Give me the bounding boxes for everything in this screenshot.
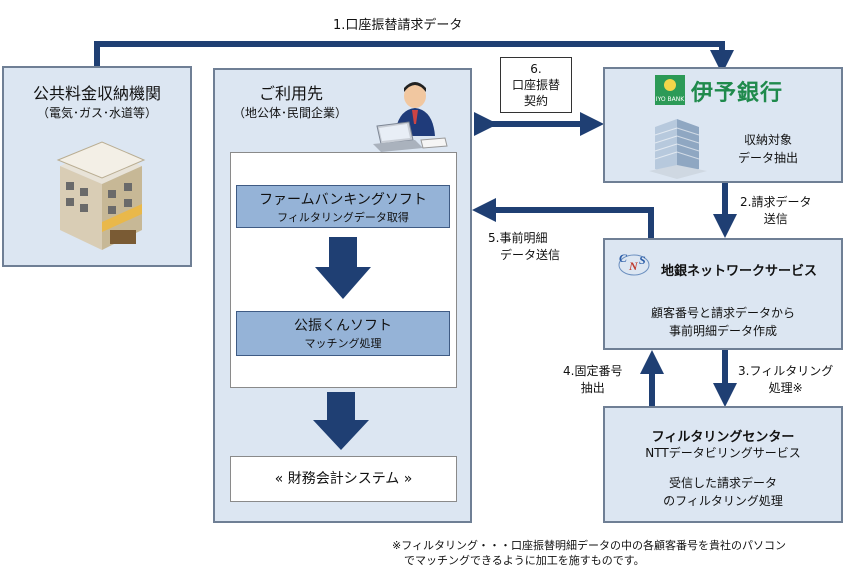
office-worker-icon (373, 82, 448, 152)
utility-title: 公共料金収納機関 (32, 84, 161, 103)
cns-box: C N S 地銀ネットワークサービス 顧客番号と請求データから 事前明細データ作… (603, 238, 843, 350)
arrow-2-label: 2.請求データ 送信 (740, 195, 812, 226)
farm-banking-title: ファームバンキングソフト (259, 192, 427, 208)
kofuri-kun-subtitle: マッチング処理 (304, 337, 382, 350)
svg-text:N: N (628, 259, 639, 273)
arrow-6-label: 6. 口座振替 契約 (500, 57, 572, 113)
client-title: ご利用先 (259, 84, 324, 103)
utility-box: 公共料金収納機関 （電気･ガス･水道等） (2, 66, 192, 267)
accounting-system: « 財務会計システム » (230, 456, 457, 502)
filtering-center-box: フィルタリングセンター NTTデータビリングサービス 受信した請求データ のフィ… (603, 406, 843, 523)
filter-title: フィルタリングセンター (651, 430, 795, 445)
building-icon (56, 141, 146, 250)
arrow-5-label: 5.事前明細 データ送信 (488, 231, 561, 262)
office-tower-icon (649, 119, 707, 179)
svg-text:C: C (619, 251, 628, 265)
bank-logo-text: 伊予銀行 (691, 81, 784, 106)
kofuri-kun-software: 公振くんソフト マッチング処理 (236, 311, 450, 356)
arrow-3-label: 3.フィルタリング 処理※ (738, 364, 834, 395)
cns-logo-icon: C N S (617, 248, 651, 278)
client-box: ご利用先 （地公体･民間企業） ファームバンキングソフト フィルタリングデータ取… (213, 68, 472, 523)
footnote: ※フィルタリング・・・口座振替明細データの中の各顧客番号を貴社のパソコン でマッ… (392, 539, 786, 567)
kofuri-kun-title: 公振くんソフト (294, 318, 392, 334)
farm-banking-software: ファームバンキングソフト フィルタリングデータ取得 (236, 185, 450, 228)
svg-text:S: S (639, 253, 646, 267)
arrow-4-label: 4.固定番号 抽出 (563, 364, 623, 395)
bank-box: IYO BANK 伊予銀行 収納対象 データ抽出 (603, 67, 843, 183)
arrow-5 (472, 198, 654, 238)
filter-body: 受信した請求データ のフィルタリング処理 (663, 476, 783, 508)
farm-banking-subtitle: フィルタリングデータ取得 (277, 211, 409, 224)
down-arrow-2 (313, 392, 369, 450)
cns-body: 顧客番号と請求データから 事前明細データ作成 (650, 306, 795, 338)
arrow-1 (94, 41, 734, 74)
utility-subtitle: （電気･ガス･水道等） (36, 106, 157, 120)
down-arrow-1 (315, 237, 371, 299)
bank-logo-icon: IYO BANK (655, 75, 685, 105)
cns-title: 地銀ネットワークサービス (661, 264, 818, 279)
client-subtitle: （地公体･民間企業） (233, 106, 348, 120)
bank-body: 収納対象 データ抽出 (737, 133, 798, 165)
software-panel: ファームバンキングソフト フィルタリングデータ取得 公振くんソフト マッチング処… (230, 152, 457, 388)
filter-subtitle: NTTデータビリングサービス (645, 446, 801, 460)
arrow-1-label: 1.口座振替請求データ (333, 18, 463, 33)
